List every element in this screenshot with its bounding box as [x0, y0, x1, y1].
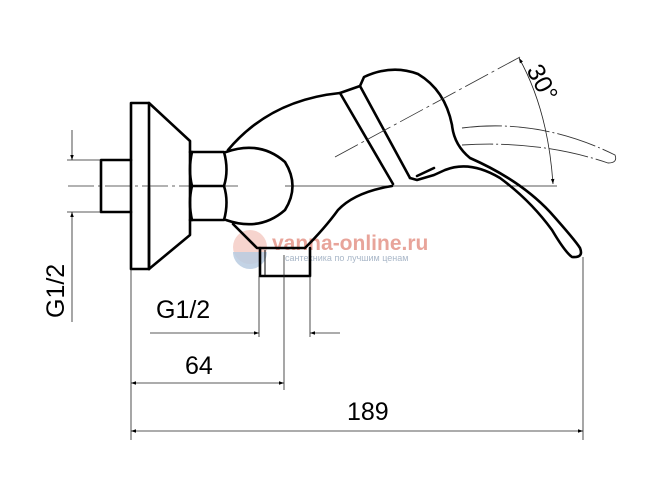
lever-axis-line	[334, 56, 521, 158]
lever-phantom-raised	[461, 125, 617, 164]
hex-nut	[188, 150, 228, 222]
watermark-main-text: vanna-online.ru	[272, 232, 428, 255]
inlet-stub	[99, 158, 133, 214]
angle-arc	[518, 57, 555, 185]
dimension-angle: 30°	[521, 60, 563, 107]
faucet-body	[226, 84, 412, 250]
dimension-outlet-thread: G1/2	[156, 296, 210, 324]
lever-handle	[358, 68, 583, 259]
body-dome	[224, 146, 294, 226]
wall-flange	[129, 101, 192, 271]
watermark-sub-text: сантехника по лучшим ценам	[285, 253, 408, 263]
dimension-outlet-offset: 64	[185, 352, 213, 380]
dimension-inlet-thread: G1/2	[42, 264, 70, 318]
dimension-overall-depth: 189	[347, 398, 389, 426]
watermark: vanna-online.ru сантехника по лучшим цен…	[233, 230, 428, 269]
bottom-outlet	[258, 246, 312, 278]
